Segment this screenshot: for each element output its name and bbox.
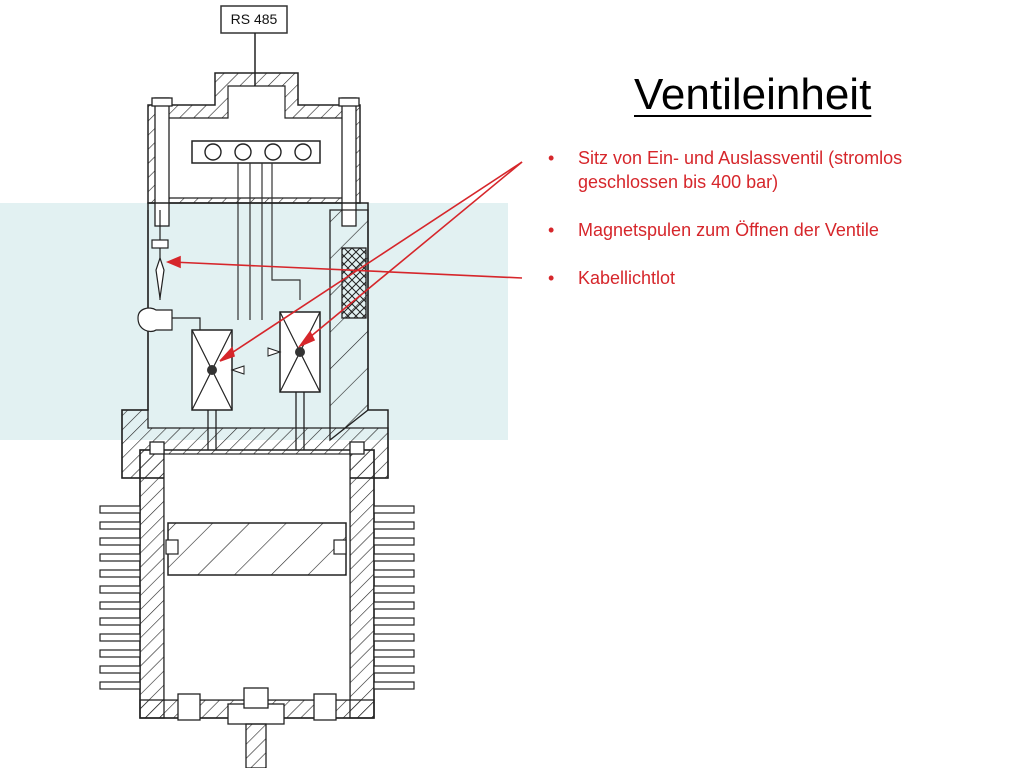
plumb-line-element xyxy=(155,256,165,299)
arrow-to-coil-right xyxy=(303,161,523,343)
shaft xyxy=(245,723,267,768)
rs485-box xyxy=(220,5,288,34)
bullet-icon: • xyxy=(548,220,555,240)
bullet-list: • Sitz von Ein- und Auslassventil (strom… xyxy=(548,146,998,314)
arrow-to-coil-left xyxy=(223,161,523,359)
connector-pin xyxy=(264,143,282,161)
bullet-item: • Magnetspulen zum Öffnen der Ventile xyxy=(548,218,998,242)
bolt-left xyxy=(154,97,170,227)
connector-pin xyxy=(294,143,312,161)
rs485-label: RS 485 xyxy=(231,11,278,27)
bolt-right xyxy=(341,97,357,227)
cooling-fins-left xyxy=(99,505,141,690)
connector-bar xyxy=(191,140,321,164)
bullet-icon: • xyxy=(548,148,555,168)
cooling-fins-right xyxy=(373,505,415,690)
bullet-text: Magnetspulen zum Öffnen der Ventile xyxy=(578,220,879,240)
piston xyxy=(167,522,347,576)
bullet-text: Kabellichtlot xyxy=(578,268,676,288)
annotation-arrows xyxy=(165,161,523,362)
bullet-item: • Sitz von Ein- und Auslassventil (strom… xyxy=(548,146,998,194)
arrow-to-plumb-line xyxy=(171,261,523,279)
bullet-text: Sitz von Ein- und Auslassventil (stromlo… xyxy=(578,148,903,192)
bullet-item: • Kabellichtlot xyxy=(548,266,998,290)
highlight-band xyxy=(0,203,508,440)
bullet-icon: • xyxy=(548,268,555,288)
connector-pin xyxy=(234,143,252,161)
connector-pin xyxy=(204,143,222,161)
slide-title: Ventileinheit xyxy=(634,70,872,119)
